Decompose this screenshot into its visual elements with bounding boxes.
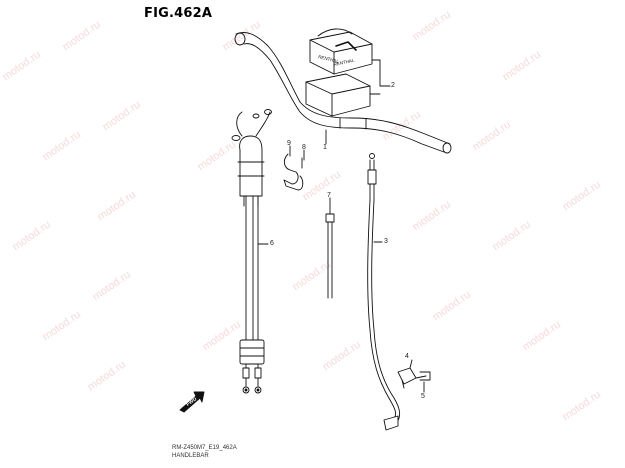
fwd-arrow	[179, 391, 205, 413]
callout-8: 8	[302, 144, 306, 151]
callout-2: 2	[391, 82, 395, 89]
figure-code: RM-Z450M7_E19_462A	[172, 445, 237, 451]
cable-clamp	[397, 359, 431, 389]
cable-tie	[325, 197, 335, 299]
figure-caption: HANDLEBAR	[172, 453, 209, 459]
figure-footer: RM-Z450M7_E19_462A HANDLEBAR	[172, 444, 237, 460]
figure-title: FIG.462A	[144, 6, 213, 21]
callout-4: 4	[405, 353, 409, 360]
pad-brand-text: RENTHAL	[333, 58, 355, 67]
callout-3: 3	[384, 238, 388, 245]
clutch-cable	[367, 153, 401, 431]
cable-guide-bracket	[283, 145, 305, 191]
throttle-cable	[231, 109, 272, 394]
handlebar-pad	[305, 28, 373, 117]
callout-9: 9	[287, 140, 291, 147]
callout-6: 6	[270, 240, 274, 247]
callout-5: 5	[421, 393, 425, 400]
callout-1: 1	[323, 144, 327, 151]
handlebar	[234, 32, 452, 154]
callout-7: 7	[327, 192, 331, 199]
pad-brand-text: RENTHAL	[318, 54, 340, 64]
